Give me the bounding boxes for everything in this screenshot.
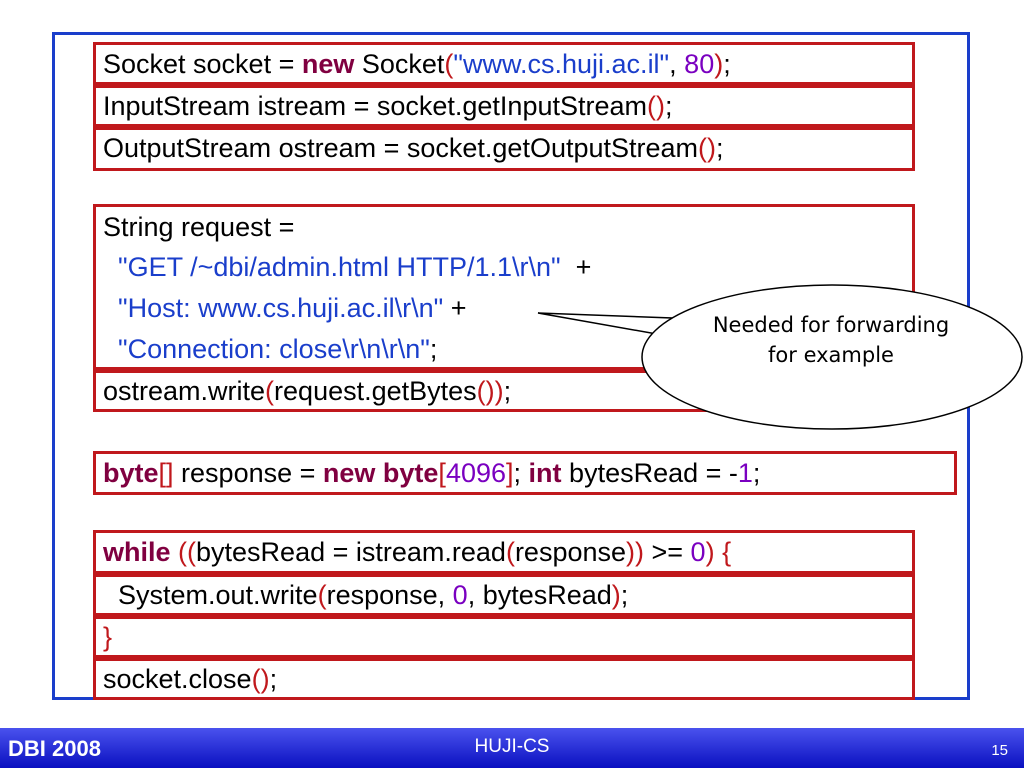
code-text: ; <box>429 334 438 364</box>
code-paren: ) <box>611 580 621 610</box>
code-box-print: System.out.write(response, 0, bytesRead)… <box>93 574 915 616</box>
code-paren: ] <box>506 458 514 488</box>
code-text: InputStream istream = socket.getInputStr… <box>103 91 648 121</box>
code-box-buffer: byte[] response = new byte[4096]; int by… <box>93 451 957 495</box>
code-string: "GET /~dbi/admin.html HTTP/1.1\r\n" <box>103 252 561 282</box>
code-line-4: String request = <box>103 211 294 243</box>
code-text: ; <box>503 376 512 406</box>
code-text: >= <box>644 537 691 567</box>
code-keyword: while <box>103 537 171 567</box>
code-text: System.out.write <box>103 580 318 610</box>
code-line-3: OutputStream ostream = socket.getOutputS… <box>103 132 724 164</box>
code-box-closing-brace: } <box>93 616 915 658</box>
code-text: String request = <box>103 212 295 242</box>
code-text: ; <box>269 664 278 694</box>
code-box-istream: InputStream istream = socket.getInputStr… <box>93 85 915 127</box>
code-text: Socket <box>354 49 445 79</box>
code-line-9: byte[] response = new byte[4096]; int by… <box>103 457 760 489</box>
code-paren: )) <box>626 537 644 567</box>
code-paren: [ <box>438 458 446 488</box>
code-text: request.getBytes <box>274 376 477 406</box>
code-keyword: new <box>301 49 355 79</box>
code-text <box>171 537 179 567</box>
code-text: bytesRead = - <box>561 458 738 488</box>
code-paren: ( <box>505 537 515 567</box>
code-number: 0 <box>452 580 468 610</box>
code-paren: (( <box>178 537 197 567</box>
code-text: response <box>514 537 627 567</box>
code-line-13: socket.close(); <box>103 663 277 695</box>
code-text: socket.close <box>103 664 252 694</box>
code-line-7: "Connection: close\r\n\r\n"; <box>103 333 437 365</box>
code-paren: ( <box>265 376 275 406</box>
code-keyword: int <box>528 458 562 488</box>
code-text: ; <box>716 133 724 163</box>
code-number: 4096 <box>445 458 507 488</box>
code-paren: [] <box>158 458 174 488</box>
code-string: "Host: www.cs.huji.ac.il\r\n" <box>103 293 444 323</box>
code-string: "www.cs.huji.ac.il" <box>453 49 670 79</box>
code-box-write: ostream.write(request.getBytes()); <box>93 370 915 412</box>
code-text: , <box>669 49 685 79</box>
code-text: ; <box>513 458 529 488</box>
code-text: ; <box>723 49 731 79</box>
code-box-ostream: OutputStream ostream = socket.getOutputS… <box>93 127 915 171</box>
code-paren: () <box>647 91 665 121</box>
footer-course-title: DBI 2008 <box>8 736 101 761</box>
code-paren: ( <box>444 49 454 79</box>
code-text: ; <box>665 91 673 121</box>
code-paren: () <box>251 664 270 694</box>
code-keyword: byte <box>103 458 159 488</box>
code-line-5: "GET /~dbi/admin.html HTTP/1.1\r\n" + <box>103 251 591 283</box>
code-line-6: "Host: www.cs.huji.ac.il\r\n" + <box>103 292 467 324</box>
code-line-1: Socket socket = new Socket("www.cs.huji.… <box>103 48 731 80</box>
code-text: ostream.write <box>103 376 266 406</box>
footer-institution: HUJI-CS <box>474 736 550 757</box>
code-paren: ( <box>317 580 327 610</box>
code-box-while: while ((bytesRead = istream.read(respons… <box>93 530 915 574</box>
code-paren: ) <box>714 49 724 79</box>
code-text: response = <box>173 458 323 488</box>
slide-number: 15 <box>991 742 1008 759</box>
code-line-12: } <box>103 621 112 653</box>
code-text: Socket socket = <box>103 49 302 79</box>
code-box-socket: Socket socket = new Socket("www.cs.huji.… <box>93 42 915 85</box>
code-number: 1 <box>737 458 753 488</box>
code-paren: ) <box>705 537 715 567</box>
code-text: , bytesRead <box>467 580 612 610</box>
code-paren: () <box>698 133 717 163</box>
code-line-10: while ((bytesRead = istream.read(respons… <box>103 536 731 568</box>
footer-bar: DBI 2008 HUJI-CS 15 <box>0 728 1024 768</box>
code-number: 0 <box>690 537 706 567</box>
code-text: OutputStream ostream = socket.getOutputS… <box>103 133 699 163</box>
code-paren: { <box>722 537 732 567</box>
code-keyword: new byte <box>322 458 439 488</box>
code-paren: } <box>103 622 113 652</box>
code-line-2: InputStream istream = socket.getInputStr… <box>103 90 673 122</box>
code-line-11: System.out.write(response, 0, bytesRead)… <box>103 579 628 611</box>
code-number: 80 <box>684 49 715 79</box>
code-text: response, <box>326 580 453 610</box>
code-text: ; <box>620 580 629 610</box>
code-text <box>715 537 723 567</box>
code-box-close: socket.close(); <box>93 658 915 700</box>
code-text: ; <box>752 458 761 488</box>
callout-text: Needed for forwarding for example <box>712 313 950 367</box>
code-text: + <box>560 252 592 282</box>
code-string: "Connection: close\r\n\r\n" <box>103 334 430 364</box>
code-line-8: ostream.write(request.getBytes()); <box>103 375 511 407</box>
code-text: + <box>443 293 467 323</box>
code-text: bytesRead = istream.read <box>196 537 506 567</box>
code-paren: ()) <box>476 376 504 406</box>
